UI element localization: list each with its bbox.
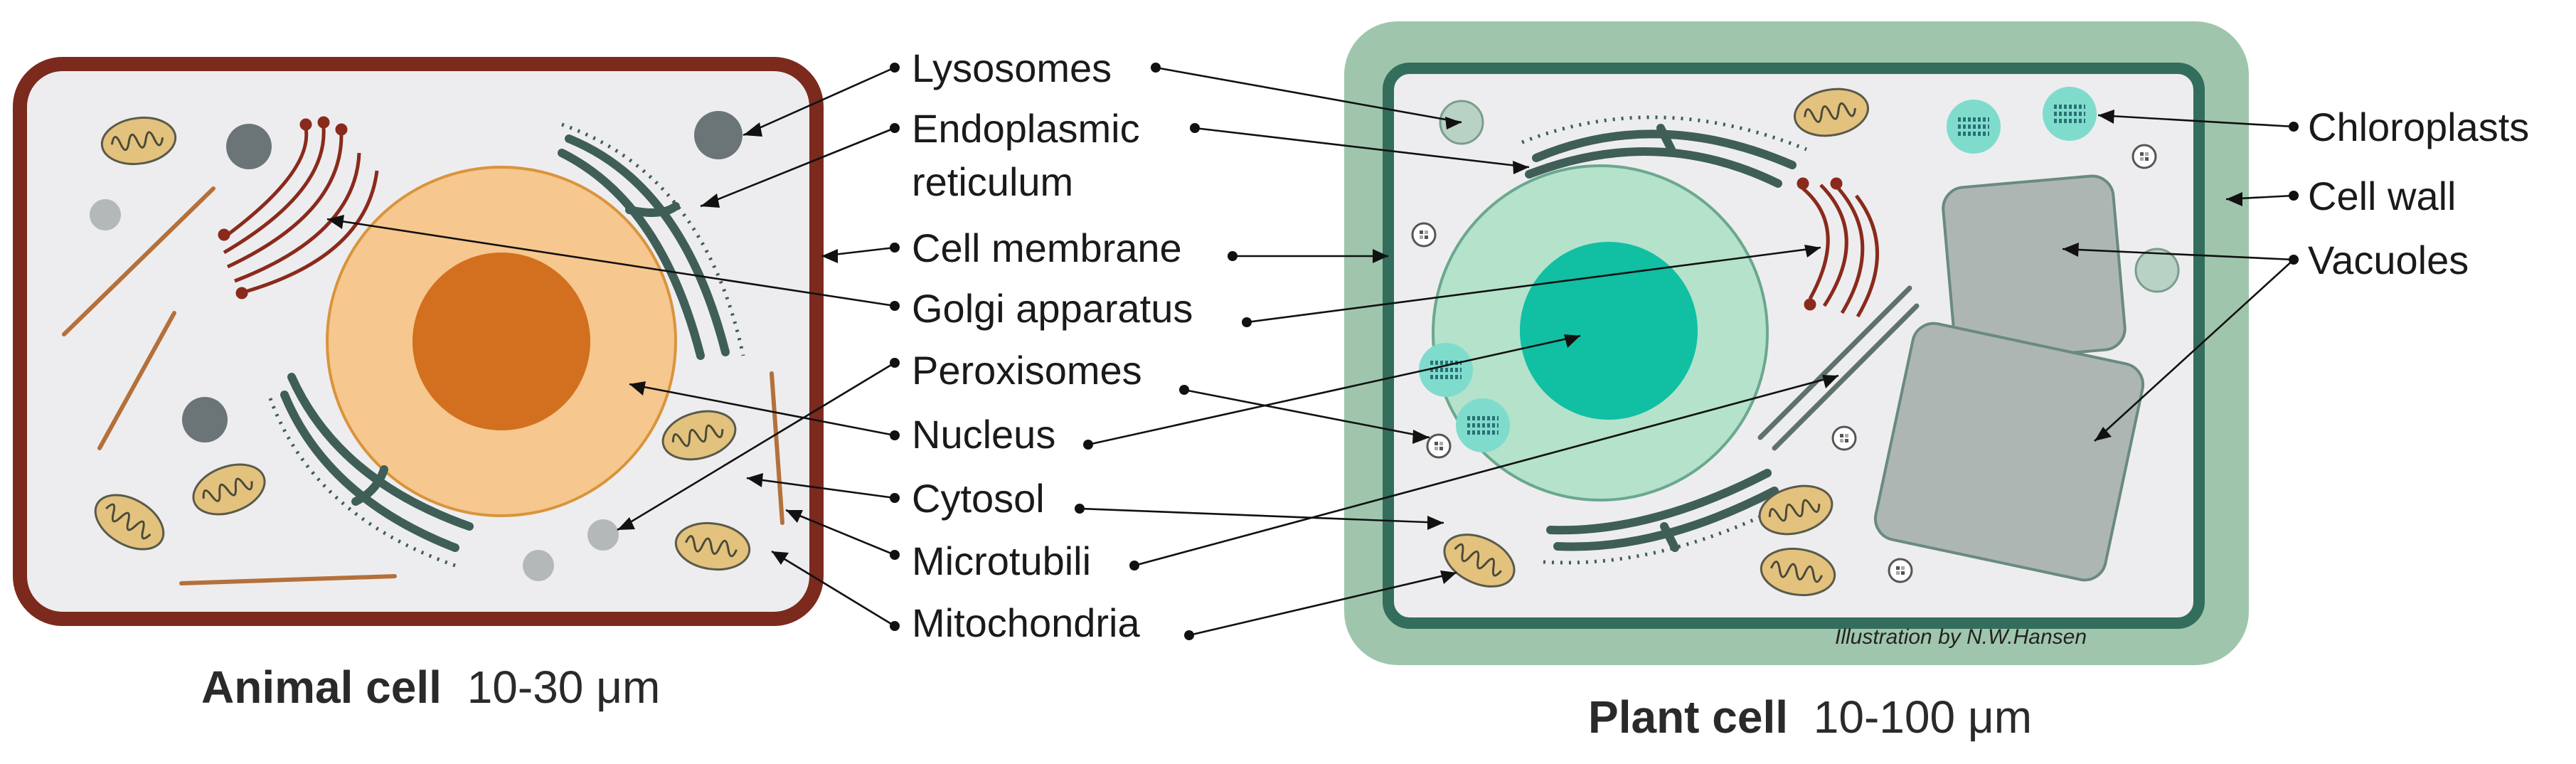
plant-nucleolus	[1520, 242, 1698, 420]
plant-microtubules	[1757, 285, 1920, 451]
animal-nucleolus	[413, 253, 590, 430]
animal-lysosomes	[182, 111, 743, 442]
label-endoplasmic-reticulum-1: Endoplasmic	[912, 106, 1140, 151]
animal-endoplasmic-reticulum	[280, 134, 730, 552]
plant-endoplasmic-reticulum	[1525, 124, 1797, 552]
label-endoplasmic-reticulum-2: reticulum	[912, 159, 1073, 204]
plant-cell-caption-size: 10-100 μm	[1814, 691, 2032, 743]
label-peroxisomes: Peroxisomes	[912, 348, 1142, 393]
animal-cell	[13, 57, 824, 626]
illustration-credit: Illustration by N.W.Hansen	[1835, 625, 2087, 649]
label-vacuoles: Vacuoles	[2308, 238, 2469, 282]
label-golgi-apparatus: Golgi apparatus	[912, 286, 1193, 331]
label-cell-wall: Cell wall	[2308, 174, 2457, 218]
animal-cell-caption-name: Animal cell	[201, 662, 442, 713]
organelle-labels: Lysosomes Endoplasmic reticulum Cell mem…	[912, 46, 2529, 645]
animal-cell-caption: Animal cell 10-30 μm	[201, 662, 660, 713]
animal-golgi-apparatus	[218, 116, 379, 299]
label-lysosomes: Lysosomes	[912, 46, 1112, 90]
plant-cell-caption-name: Plant cell	[1588, 691, 1788, 743]
plant-cell: Illustration by N.W.Hansen	[1344, 21, 2249, 665]
label-chloroplasts: Chloroplasts	[2308, 105, 2529, 149]
leader-lines	[326, 63, 2299, 640]
animal-peroxisomes	[90, 199, 619, 581]
plant-cell-caption: Plant cell 10-100 μm	[1588, 691, 2032, 743]
plant-er-ribosomes	[1521, 115, 1807, 565]
animal-microtubules	[62, 186, 784, 585]
label-nucleus: Nucleus	[912, 412, 1055, 457]
plant-vacuoles	[1873, 174, 2145, 582]
label-microtubili: Microtubili	[912, 538, 1091, 583]
label-cytosol: Cytosol	[912, 476, 1045, 521]
animal-cell-caption-size: 10-30 μm	[467, 662, 661, 713]
label-cell-membrane: Cell membrane	[912, 226, 1182, 270]
label-mitochondria: Mitochondria	[912, 600, 1140, 645]
plant-golgi-apparatus	[1797, 177, 1879, 318]
